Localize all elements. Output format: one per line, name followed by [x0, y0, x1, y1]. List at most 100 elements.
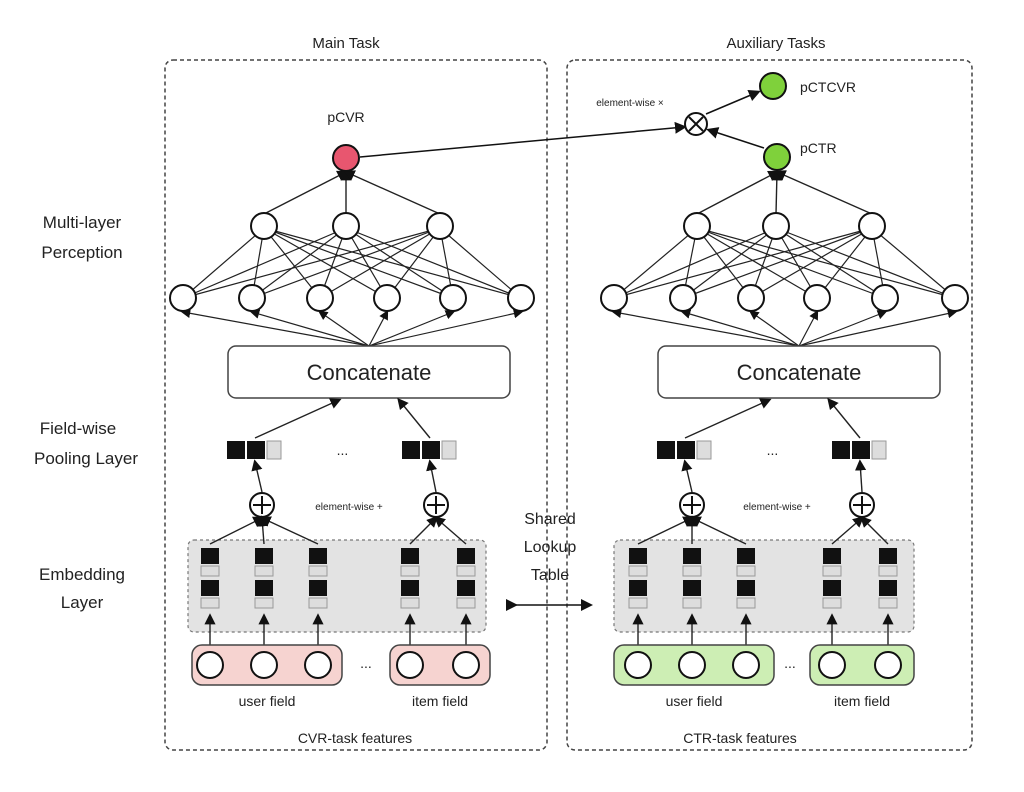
main-out-edge	[343, 170, 441, 215]
pctr-node	[763, 143, 791, 171]
aux-concat-edge	[798, 308, 958, 347]
main-emb-edge	[259, 516, 319, 545]
main-pool-ellipsis: ...	[337, 442, 349, 458]
main-task-panel	[164, 59, 548, 751]
aux-pooled-vector	[832, 440, 887, 460]
main-embedding-column	[400, 548, 420, 609]
aux-hidden2-node	[762, 212, 790, 240]
main-emb-edge	[409, 516, 438, 545]
aux-mlp-edge	[694, 225, 956, 299]
emb-label-2: Layer	[61, 593, 104, 612]
aux-concat-edge	[611, 308, 800, 347]
aux-plus-edge	[681, 459, 693, 493]
aux-emb-edge	[689, 516, 747, 545]
aux-mlp-edge	[750, 226, 875, 299]
main-concat-edge	[368, 308, 524, 347]
mult-to-pctcvr-edge	[705, 89, 761, 115]
main-mlp-edge	[438, 226, 522, 299]
main-pooled-vector	[227, 440, 282, 460]
main-user-field-label: user field	[239, 693, 296, 709]
aux-pool-edge	[684, 398, 772, 439]
aux-concat-label: Concatenate	[737, 360, 862, 385]
aux-embedding-column	[878, 548, 898, 609]
main-feature-node	[452, 651, 480, 679]
main-pool-edge	[254, 398, 342, 439]
pcvr-label: pCVR	[327, 109, 364, 125]
aux-feature-node	[678, 651, 706, 679]
main-pool-edge	[397, 397, 431, 439]
aux-concat-edge	[798, 310, 888, 347]
aux-user-field-label: user field	[666, 693, 723, 709]
aux-embedding-column	[628, 548, 648, 609]
aux-feature-node	[874, 651, 902, 679]
main-element-wise-plus-label: element-wise +	[315, 502, 383, 513]
aux-sum-node	[849, 492, 875, 518]
main-hidden1-node	[238, 284, 266, 312]
aux-pool-edge	[827, 397, 861, 439]
pool-label-1: Field-wise	[40, 419, 117, 438]
aux-embedding-column	[736, 548, 756, 609]
main-mlp-edge	[343, 226, 522, 299]
aux-mlp-edge	[682, 225, 875, 299]
aux-mlp-edge	[694, 226, 818, 299]
main-mlp-edge	[182, 226, 349, 299]
main-concat-box	[227, 345, 511, 399]
main-hidden2-node	[426, 212, 454, 240]
main-mlp-edge	[262, 226, 321, 299]
aux-concat-box	[657, 345, 941, 399]
aux-hidden2-node	[683, 212, 711, 240]
main-mlp-edge	[261, 226, 388, 299]
ctr-footer: CTR-task features	[683, 730, 797, 746]
aux-feature-node	[818, 651, 846, 679]
aux-emb-edge	[637, 516, 695, 545]
main-feature-node	[304, 651, 332, 679]
main-concat-edge	[249, 309, 370, 347]
mlp-label-2: Perception	[41, 243, 122, 262]
pctcvr-label: pCTCVR	[800, 79, 856, 95]
main-task-tower: Concatenate... element-wise + user field it…	[169, 169, 535, 709]
aux-mlp-edge	[773, 226, 886, 299]
main-emb-edge	[209, 516, 265, 545]
main-plus-edge	[251, 459, 263, 493]
aux-hidden1-node	[803, 284, 831, 312]
aux-out-edge	[774, 170, 873, 215]
aux-mlp-edge	[613, 225, 875, 299]
aux-mlp-edge	[613, 226, 699, 299]
aux-concat-edge	[680, 309, 800, 347]
aux-hidden2-node	[858, 212, 886, 240]
main-hidden2-node	[332, 212, 360, 240]
main-task-title: Main Task	[312, 35, 380, 52]
aux-plus-edge	[854, 459, 867, 493]
main-mlp-edge	[251, 226, 348, 299]
aux-mlp-edge	[773, 226, 956, 299]
main-hidden1-node	[169, 284, 197, 312]
cvr-footer: CVR-task features	[298, 730, 412, 746]
main-mlp-edge	[261, 225, 522, 299]
aux-feature-node	[624, 651, 652, 679]
main-emb-edge	[433, 516, 467, 545]
main-concat-label: Concatenate	[307, 360, 432, 385]
main-embedding-column	[200, 548, 220, 609]
main-item-field-label: item field	[412, 693, 468, 709]
main-embedding-column	[308, 548, 328, 609]
main-plus-edge	[426, 459, 438, 493]
main-hidden1-node	[306, 284, 334, 312]
main-concat-edge	[368, 310, 456, 347]
shared-label-3: Table	[531, 567, 569, 584]
aux-mlp-edge	[870, 226, 956, 299]
aux-task-panel	[566, 59, 973, 751]
main-mlp-edge	[261, 225, 454, 299]
main-mlp-edge	[182, 226, 266, 299]
main-mlp-edge	[343, 226, 454, 299]
aux-mlp-edge	[695, 226, 752, 299]
aux-hidden1-node	[941, 284, 969, 312]
main-pooled-vector	[402, 440, 457, 460]
aux-emb-edge	[860, 516, 889, 545]
aux-embedding-column	[822, 548, 842, 609]
aux-element-wise-plus-label: element-wise +	[743, 502, 811, 513]
main-embedding-area	[187, 539, 487, 633]
pctr-to-mult-edge	[706, 127, 765, 149]
aux-out-edge	[771, 169, 783, 215]
